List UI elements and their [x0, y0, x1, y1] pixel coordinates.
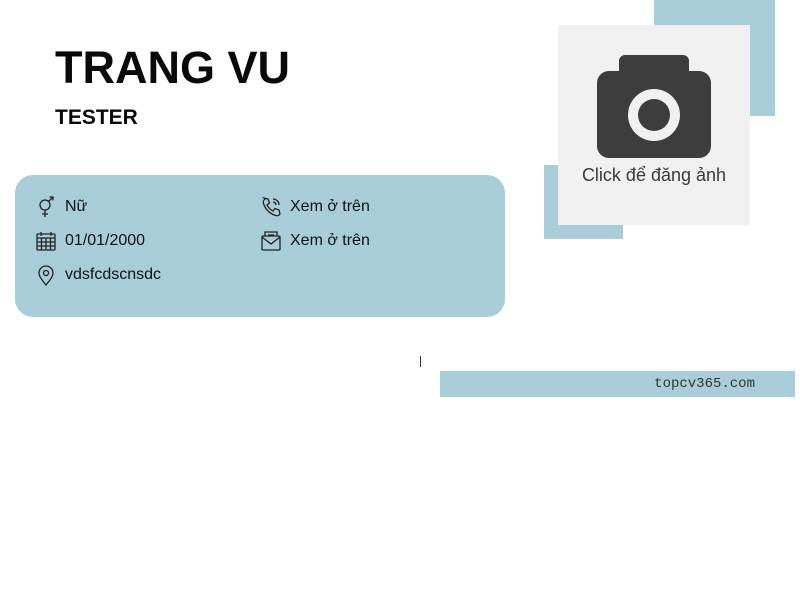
candidate-name[interactable]: TRANG VU — [55, 42, 290, 93]
gender-item[interactable]: Nữ — [35, 196, 87, 218]
camera-icon — [597, 55, 711, 158]
footer-bar: topcv365.com — [440, 371, 795, 397]
email-item[interactable]: Xem ở trên — [260, 230, 370, 252]
gender-value: Nữ — [65, 198, 88, 215]
mail-icon — [261, 231, 281, 251]
phone-icon — [261, 196, 281, 217]
photo-upload-label: Click để đăng ảnh — [581, 165, 727, 185]
text-cursor — [420, 356, 421, 367]
address-item[interactable]: vdsfcdscnsdc — [35, 264, 161, 286]
birthday-item[interactable]: 01/01/2000 — [35, 230, 145, 252]
location-pin-icon — [38, 265, 54, 286]
photo-upload-area[interactable]: Click để đăng ảnh — [558, 25, 750, 225]
phone-item[interactable]: Xem ở trên — [260, 196, 370, 218]
contact-info-card: Nữ Xem ở trên 01/01/2000 — [15, 175, 505, 317]
job-title[interactable]: TESTER — [55, 106, 138, 129]
footer-site-text: topcv365.com — [654, 376, 755, 392]
calendar-icon — [36, 232, 56, 251]
address-value: vdsfcdscnsdc — [65, 266, 162, 283]
phone-value: Xem ở trên — [290, 198, 370, 215]
email-value: Xem ở trên — [290, 232, 370, 249]
gender-icon — [39, 196, 54, 217]
birthday-value: 01/01/2000 — [65, 232, 146, 249]
